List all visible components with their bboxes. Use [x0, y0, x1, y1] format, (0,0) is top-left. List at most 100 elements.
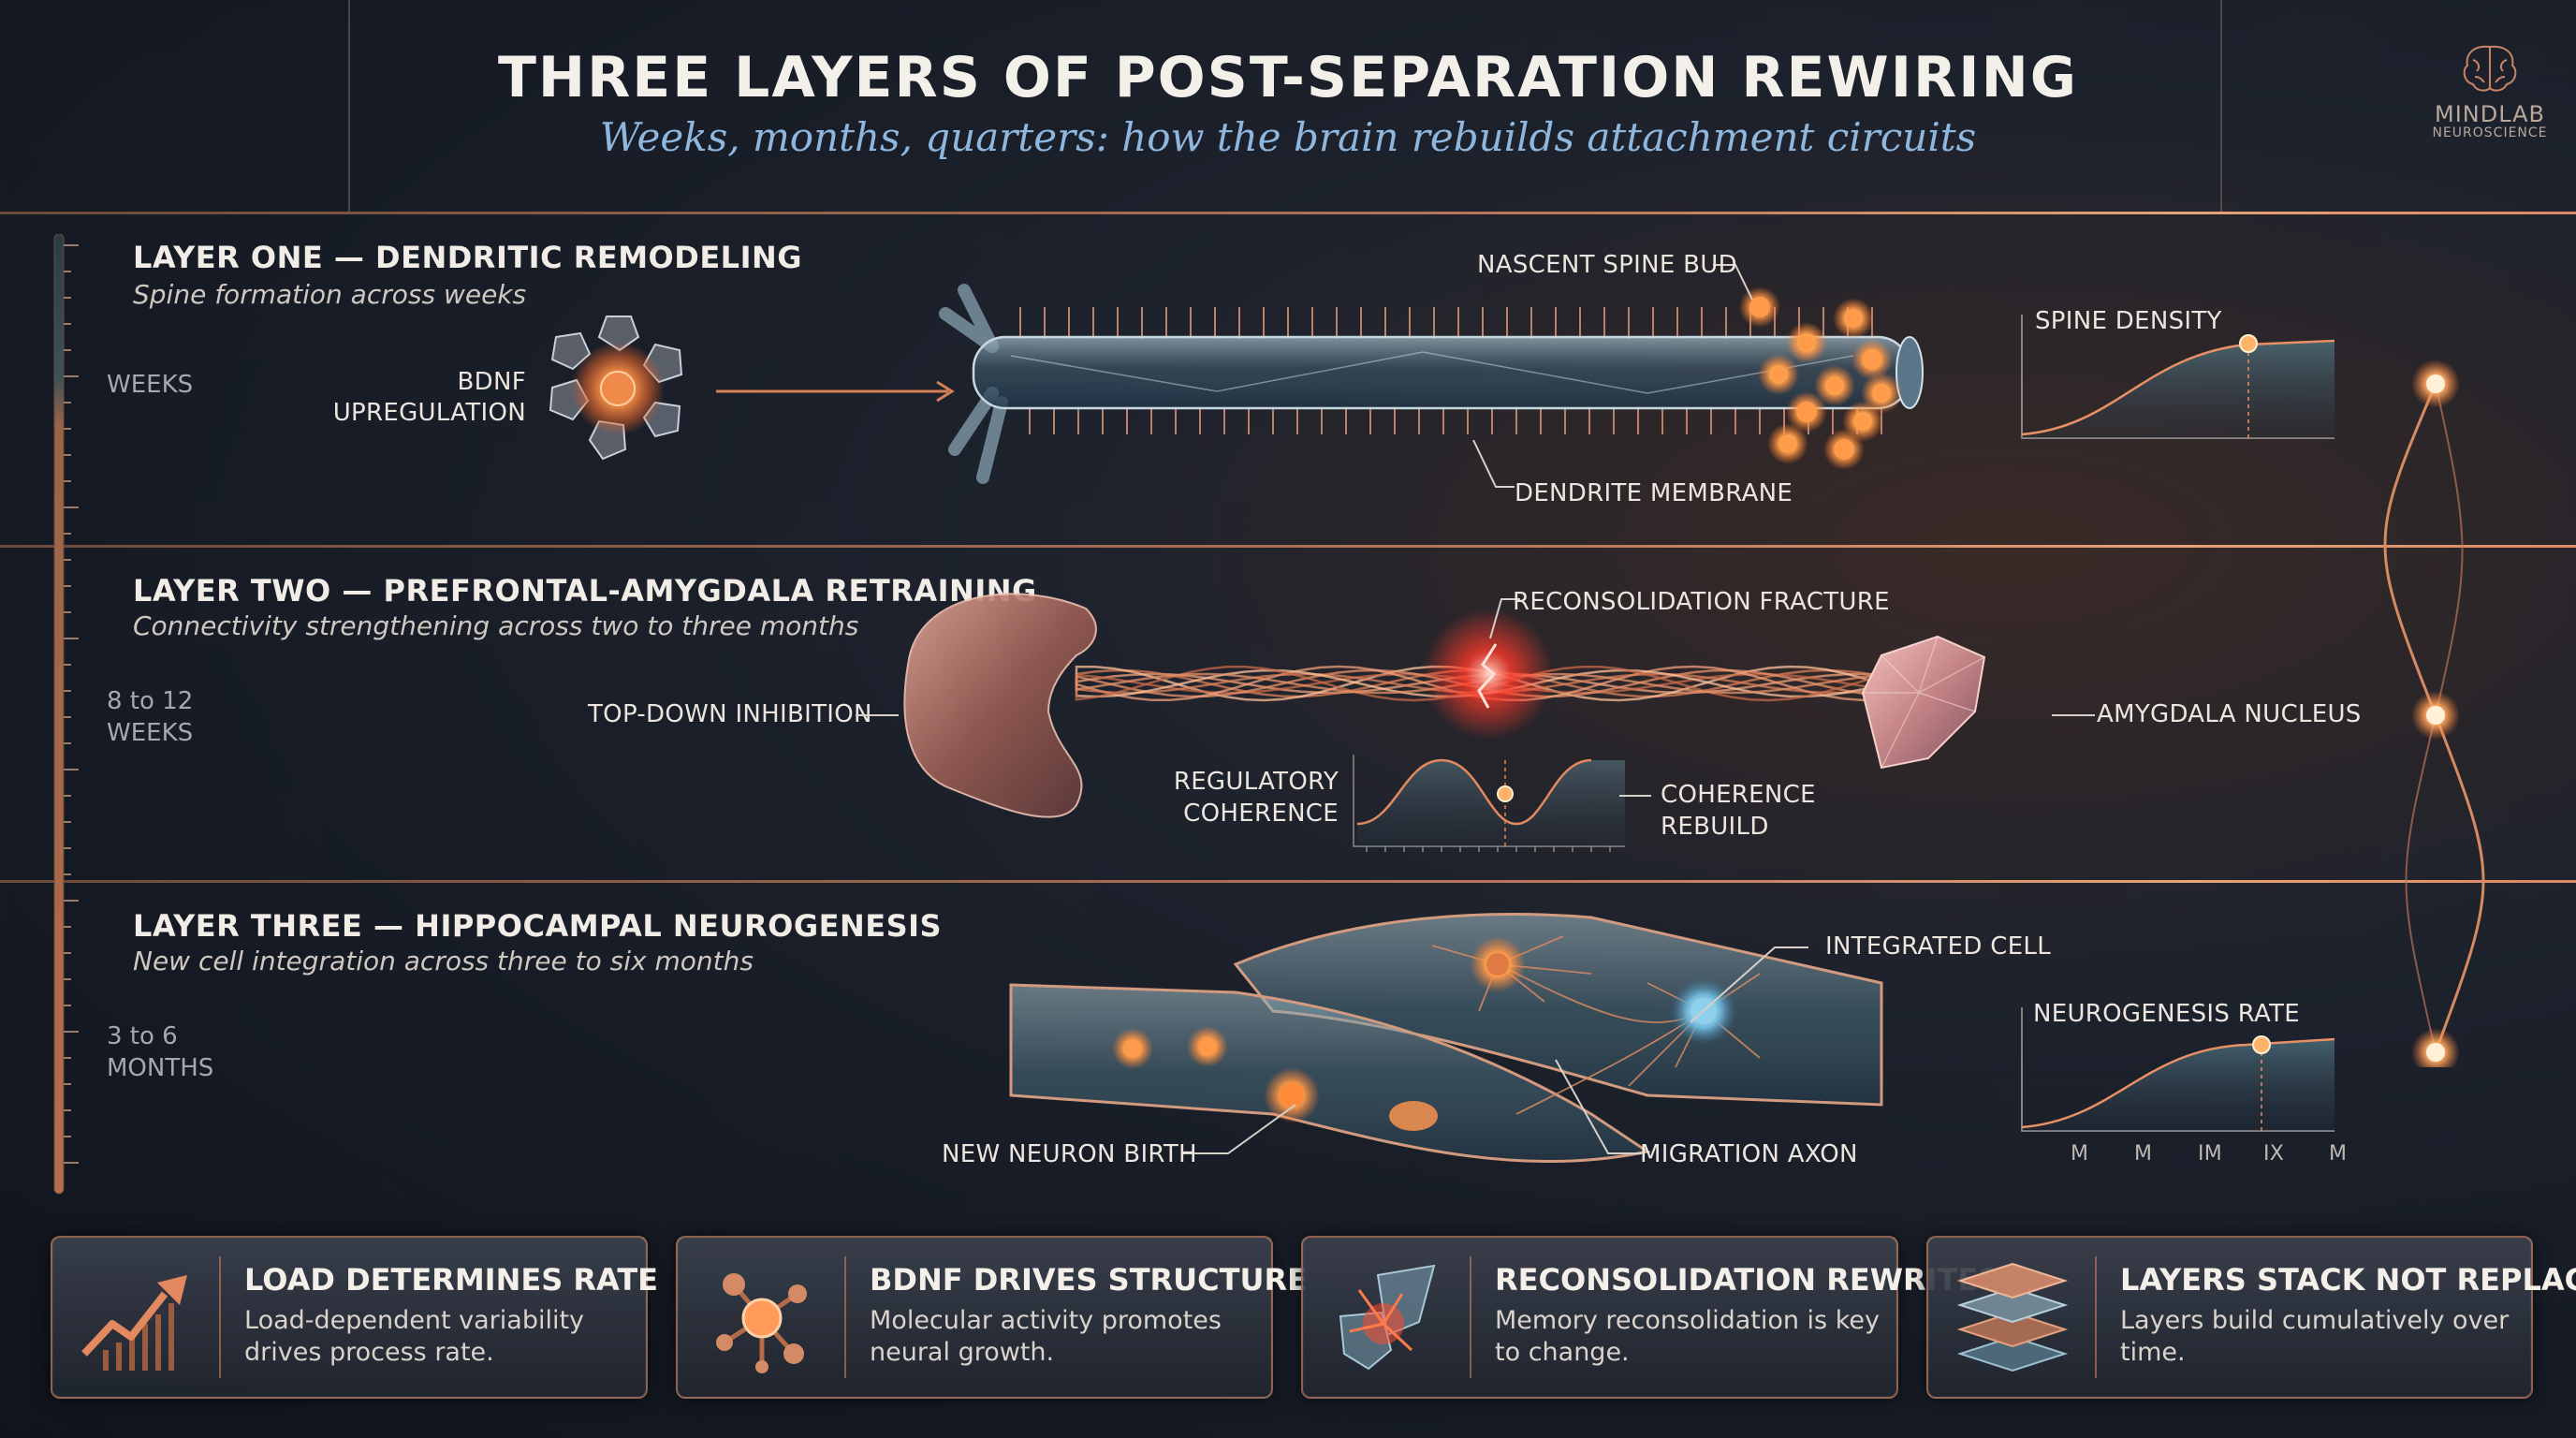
neuron-birth-leader [1183, 1104, 1296, 1154]
fracture-leader [1489, 598, 1520, 639]
new-neuron-birth-label: NEW NEURON BIRTH [942, 1140, 1197, 1168]
amygdala-leader [2052, 714, 2095, 716]
neurogenesis-marker [2252, 1035, 2271, 1054]
card-bdnf-drives-structure: BDNF DRIVES STRUCTURE Molecular activity… [676, 1236, 1308, 1399]
integrated-cell-leader [1690, 946, 1808, 1023]
tick-5: M [2329, 1142, 2348, 1166]
orange-neuron [1486, 953, 1509, 976]
layer-two-subtitle: Connectivity strengthening across two to… [133, 610, 859, 641]
timeline-weeks-label: WEEKS [107, 371, 194, 399]
card-body-line2: time. [2120, 1338, 2186, 1367]
layer-divider-2 [0, 880, 2576, 883]
header-divider-right [2220, 0, 2222, 212]
card-divider [219, 1256, 221, 1378]
card-body: Layers build cumulatively over time. [2120, 1305, 2513, 1369]
page-title: THREE LAYERS OF POST-SEPARATION REWIRING [497, 45, 2079, 110]
tick-4: IX [2263, 1142, 2285, 1166]
timeline-3-6-months: 3 to 6 MONTHS [107, 1020, 213, 1084]
timeline-mid-line2: WEEKS [107, 719, 194, 747]
timeline-8-12-weeks: 8 to 12 WEEKS [107, 685, 193, 749]
neurogenesis-rate-label: NEUROGENESIS RATE [2033, 1000, 2301, 1028]
layer-one-title: LAYER ONE — DENDRITIC REMODELING [133, 240, 803, 275]
timeline-mid-line1: 8 to 12 [107, 687, 194, 715]
coherence-line2: REBUILD [1661, 813, 1769, 841]
dendrite-illustration [939, 284, 1924, 484]
card-body-line2: to change. [1495, 1338, 1630, 1367]
card-body-line1: Memory reconsolidation is key [1495, 1306, 1880, 1335]
card-title: BDNF DRIVES STRUCTURE [870, 1262, 1308, 1298]
card-divider [844, 1256, 846, 1378]
card-reconsolidation-rewrites: RECONSOLIDATION REWRITES Memory reconsol… [1301, 1236, 1999, 1399]
spine-density-marker [2239, 334, 2258, 353]
nascent-spine-bud-label: NASCENT SPINE BUD [1477, 251, 1737, 279]
coherence-line1: COHERENCE [1661, 781, 1816, 809]
top-down-leader [856, 714, 899, 716]
spine-bud-leader [1713, 264, 1753, 301]
layer-three-subtitle: New cell integration across three to six… [133, 946, 754, 976]
migration-axon-leader [1555, 1059, 1642, 1154]
integrated-cell-label: INTEGRATED CELL [1825, 932, 2052, 961]
coherence-rebuild-leader [1619, 795, 1651, 797]
layer-connector [2383, 360, 2485, 1067]
mindlab-logo: MINDLAB NEUROSCIENCE [2424, 41, 2555, 144]
card-divider [2095, 1256, 2097, 1378]
trend-up-icon [81, 1275, 187, 1371]
layer-one-subtitle: Spine formation across weeks [133, 279, 527, 310]
page-subtitle: Weeks, months, quarters: how the brain r… [599, 114, 1977, 160]
card-body-line2: neural growth. [870, 1338, 1055, 1367]
card-title: LAYERS STACK NOT REPLACE [2120, 1262, 2576, 1298]
bdnf-label-line2: UPREGULATION [332, 399, 526, 427]
bdnf-arrow [716, 380, 955, 403]
card-body-line1: Load-dependent variability [244, 1306, 585, 1335]
spine-density-label: SPINE DENSITY [2035, 307, 2222, 335]
header-divider-left [348, 0, 350, 212]
card-divider [1470, 1256, 1471, 1378]
neurogenesis-chart [2021, 1007, 2335, 1132]
molecule-icon [716, 1273, 807, 1373]
card-body-line2: drives process rate. [244, 1338, 494, 1367]
regulatory-coherence-label: REGULATORY COHERENCE [1105, 766, 1339, 829]
card-body: Load-dependent variability drives proces… [244, 1305, 637, 1369]
bdnf-molecule-icon [549, 315, 683, 461]
layer-three-title: LAYER THREE — HIPPOCAMPAL NEUROGENESIS [133, 908, 943, 944]
regulatory-line2: COHERENCE [1183, 800, 1339, 828]
tick-1: M [2071, 1142, 2089, 1166]
card-body: Molecular activity promotes neural growt… [870, 1305, 1263, 1369]
prefrontal-amygdala-illustration [903, 593, 1986, 818]
layers-icon [1956, 1262, 2069, 1372]
card-title: RECONSOLIDATION REWRITES [1495, 1262, 2000, 1298]
reconsolidation-fracture-label: RECONSOLIDATION FRACTURE [1513, 588, 1890, 616]
card-title: LOAD DETERMINES RATE [244, 1262, 658, 1298]
bdnf-label-line1: BDNF [457, 368, 526, 396]
coherence-rebuild-label: COHERENCE REBUILD [1661, 779, 1816, 843]
card-body-line1: Layers build cumulatively over [2120, 1306, 2510, 1335]
neurogenesis-ticks: M M IM IX M [2059, 1142, 2359, 1170]
timeline-late-line1: 3 to 6 [107, 1022, 178, 1050]
hippocampus-illustration [1009, 913, 1883, 1164]
spine-density-chart [2021, 315, 2335, 439]
layer-divider-top [0, 212, 2576, 214]
card-layers-stack-not-replace: LAYERS STACK NOT REPLACE Layers build cu… [1926, 1236, 2576, 1399]
card-body: Memory reconsolidation is key to change. [1495, 1305, 1888, 1369]
logo-name: MINDLAB [2434, 101, 2546, 127]
amygdala-nucleus-label: AMYGDALA NUCLEUS [2097, 700, 2362, 728]
bdnf-label: BDNF UPREGULATION [309, 367, 526, 429]
logo-tagline: NEUROSCIENCE [2432, 125, 2548, 140]
layer-divider-1 [0, 545, 2576, 548]
layer-two-title: LAYER TWO — PREFRONTAL-AMYGDALA RETRAINI… [133, 573, 1037, 609]
coherence-wave-chart [1353, 755, 1625, 852]
coherence-marker [1497, 785, 1514, 802]
card-load-determines-rate: LOAD DETERMINES RATE Load-dependent vari… [51, 1236, 658, 1399]
timeline-late-line2: MONTHS [107, 1054, 214, 1082]
regulatory-line1: REGULATORY [1173, 768, 1339, 796]
tick-2: M [2134, 1142, 2153, 1166]
migration-axon-label: MIGRATION AXON [1640, 1140, 1858, 1168]
fracture-icon [1339, 1264, 1436, 1371]
timeline-ruler [53, 234, 79, 1195]
card-body-line1: Molecular activity promotes [870, 1306, 1222, 1335]
brain-icon [2463, 45, 2517, 92]
top-down-inhibition-label: TOP-DOWN INHIBITION [588, 700, 872, 728]
tick-3: IM [2198, 1142, 2223, 1166]
dendrite-membrane-label: DENDRITE MEMBRANE [1515, 479, 1793, 507]
membrane-leader [1472, 440, 1515, 488]
